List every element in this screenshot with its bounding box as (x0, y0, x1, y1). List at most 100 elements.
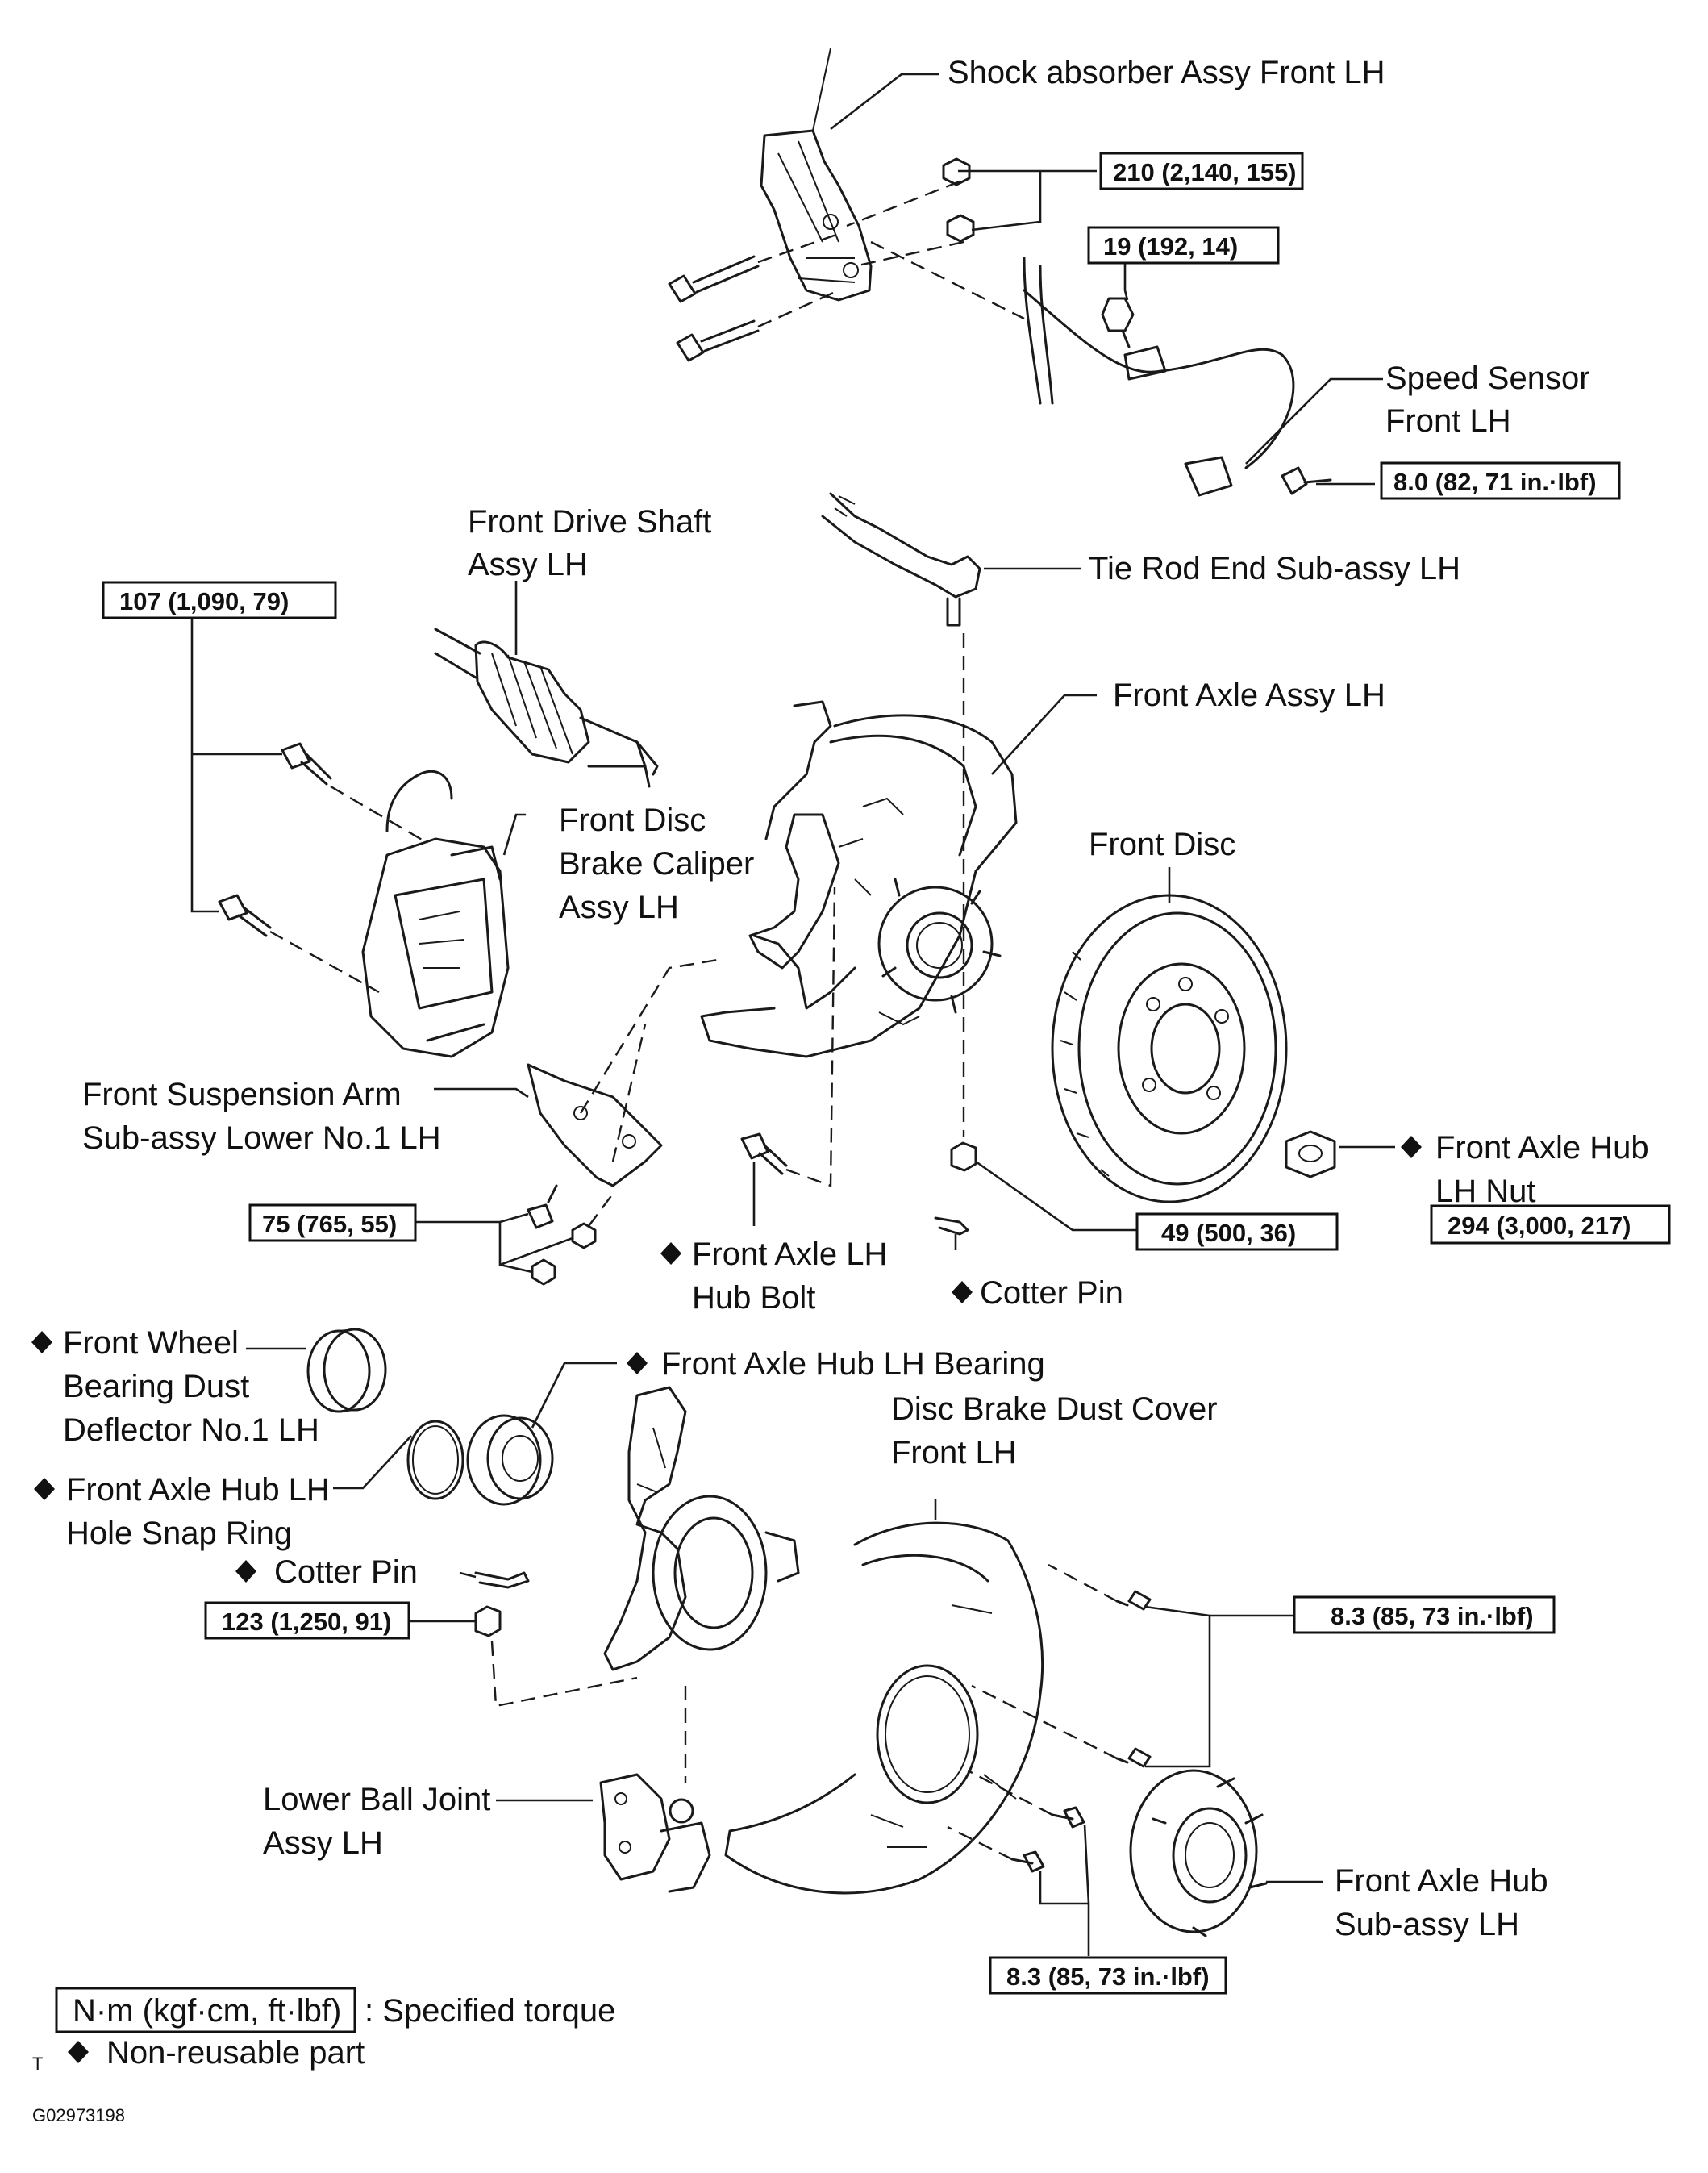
svg-text:Front Axle Hub LH: Front Axle Hub LH (66, 1472, 330, 1508)
dust-cover-drawing (724, 1521, 1152, 1895)
tie-rod-end-drawing (821, 492, 981, 1137)
label-suspension-arm: Front Suspension Arm (82, 1077, 402, 1112)
brake-caliper-drawing (218, 742, 510, 1058)
label-hub-nut: Front Axle Hub LH Nut (1401, 1130, 1649, 1209)
torque-spec-arm: 75 (765, 55) (248, 1203, 417, 1242)
torque-value: 123 (1,250, 91) (222, 1608, 391, 1636)
label-snap-ring: Front Axle Hub LH Hole Snap Ring (34, 1472, 330, 1551)
torque-spec-tie-rod: 49 (500, 36) (1135, 1212, 1339, 1251)
axle-hub-drawing (1129, 1769, 1268, 1937)
drive-shaft-drawing (434, 628, 659, 788)
legend: N·m (kgf·cm, ft·lbf) : Specified torque … (32, 1987, 615, 2125)
label-axle-hub-line2: Sub-assy LH (1335, 1907, 1519, 1942)
legend-corner-mark: T (32, 2054, 43, 2074)
label-hub-bolt-line2: Hub Bolt (692, 1280, 815, 1316)
label-dust-deflector-line2: Bearing Dust (63, 1369, 249, 1404)
snap-ring-drawing (406, 1420, 464, 1500)
bolt-icon (676, 319, 760, 362)
svg-text:Front Axle Hub: Front Axle Hub (1435, 1130, 1649, 1166)
cotter-pin-drawing (934, 1141, 977, 1236)
hub-bolt-drawing (740, 886, 836, 1187)
legend-nonreusable: Non-reusable part (106, 2035, 365, 2071)
label-hub-bolt: Front Axle LH Hub Bolt (660, 1237, 887, 1316)
label-front-disc: Front Disc (1089, 827, 1235, 862)
figure-code: G02973198 (32, 2105, 125, 2125)
diamond-icon (627, 1352, 648, 1374)
label-cotter-pin-upper: Cotter Pin (952, 1275, 1123, 1311)
legend-unit-desc: : Specified torque (365, 1993, 615, 2029)
label-hub-nut-line2: LH Nut (1435, 1174, 1536, 1209)
front-axle-assy-drawing (700, 700, 1018, 1058)
label-ball-joint-line2: Assy LH (263, 1825, 383, 1861)
torque-value: 49 (500, 36) (1161, 1219, 1296, 1247)
speed-sensor-drawing (1023, 257, 1332, 497)
label-axle-hub: Front Axle Hub (1335, 1863, 1548, 1899)
svg-text:Cotter Pin: Cotter Pin (274, 1554, 418, 1590)
label-front-axle-assy: Front Axle Assy LH (1113, 678, 1385, 713)
torque-spec-caliper: 107 (1,090, 79) (102, 581, 337, 619)
label-suspension-arm-line2: Sub-assy Lower No.1 LH (82, 1120, 441, 1156)
label-dust-deflector-line3: Deflector No.1 LH (63, 1412, 319, 1448)
torque-value: 8.3 (85, 73 in.·lbf) (1006, 1962, 1210, 1991)
bolt-icon (1051, 1806, 1085, 1829)
diamond-icon (34, 1478, 55, 1500)
bolt-icon (218, 894, 272, 937)
hub-nut-drawing (1285, 1130, 1336, 1178)
hex-nut-icon (571, 1222, 597, 1249)
diamond-icon (235, 1560, 256, 1583)
label-tie-rod-end: Tie Rod End Sub-assy LH (1089, 551, 1460, 586)
label-ball-joint: Lower Ball Joint (263, 1782, 490, 1817)
svg-text:Cotter Pin: Cotter Pin (980, 1275, 1123, 1311)
torque-value: 75 (765, 55) (262, 1210, 397, 1238)
label-dust-cover: Disc Brake Dust Cover (891, 1391, 1218, 1427)
legend-torque-box (55, 1987, 356, 2033)
torque-value: 19 (192, 14) (1103, 232, 1238, 261)
bolt-icon (1115, 1590, 1152, 1611)
svg-text:Front Axle LH: Front Axle LH (692, 1237, 887, 1272)
legend-unit-box-text: N·m (kgf·cm, ft·lbf) (73, 1993, 341, 2029)
bolt-icon (1281, 466, 1332, 495)
steering-knuckle-drawing (603, 1386, 800, 1671)
hub-bearing-drawing (466, 1414, 554, 1506)
torque-spec-sensor-bolt: 8.0 (82, 71 in.·lbf) (1380, 461, 1621, 500)
label-drive-shaft: Front Drive Shaft (468, 504, 711, 540)
diamond-icon (68, 2041, 89, 2063)
label-drive-shaft-line2: Assy LH (468, 547, 588, 582)
label-caliper-line3: Assy LH (559, 890, 679, 925)
label-caliper: Front Disc (559, 803, 706, 838)
label-snap-ring-line2: Hole Snap Ring (66, 1516, 292, 1551)
torque-spec-dust-cover-upper: 8.3 (85, 73 in.·lbf) (1293, 1595, 1556, 1634)
label-dust-cover-line2: Front LH (891, 1435, 1017, 1470)
dust-deflector-drawing (306, 1328, 387, 1413)
label-hub-bearing: Front Axle Hub LH Bearing (627, 1346, 1045, 1382)
ball-joint-nut-drawing (474, 1571, 687, 1783)
label-dust-deflector: Front Wheel Bearing Dust Deflector No.1 … (31, 1325, 319, 1448)
torque-spec-dust-cover-lower: 8.3 (85, 73 in.·lbf) (989, 1956, 1227, 1995)
label-caliper-line2: Brake Caliper (559, 846, 754, 882)
svg-text:Front Axle Hub LH Bearing: Front Axle Hub LH Bearing (661, 1346, 1045, 1382)
suspension-arm-drawing (527, 958, 719, 1286)
svg-text:Front Wheel: Front Wheel (63, 1325, 239, 1361)
front-disc-drawing (1051, 894, 1288, 1203)
bolt-icon (1010, 1850, 1045, 1873)
diamond-icon (1401, 1136, 1422, 1158)
torque-spec-sensor-clamp: 19 (192, 14) (1087, 226, 1280, 265)
bolt-icon (668, 255, 760, 303)
label-shock-absorber: Shock absorber Assy Front LH (948, 55, 1385, 90)
bolt-icon (1101, 297, 1135, 348)
torque-value: 210 (2,140, 155) (1113, 158, 1297, 186)
bolt-icon (1115, 1747, 1152, 1768)
hex-nut-icon (946, 214, 975, 243)
hex-nut-icon (531, 1258, 556, 1286)
torque-value: 8.3 (85, 73 in.·lbf) (1331, 1602, 1534, 1630)
torque-value: 107 (1,090, 79) (119, 587, 289, 615)
torque-value: 294 (3,000, 217) (1448, 1212, 1631, 1240)
bolt-icon (527, 1184, 558, 1229)
ball-joint-drawing (599, 1773, 711, 1893)
label-speed-sensor: Speed Sensor (1385, 361, 1590, 396)
shock-absorber-drawing (668, 48, 1025, 362)
bolt-icon (281, 742, 332, 786)
hex-nut-icon (942, 157, 971, 186)
diamond-icon (660, 1242, 681, 1265)
